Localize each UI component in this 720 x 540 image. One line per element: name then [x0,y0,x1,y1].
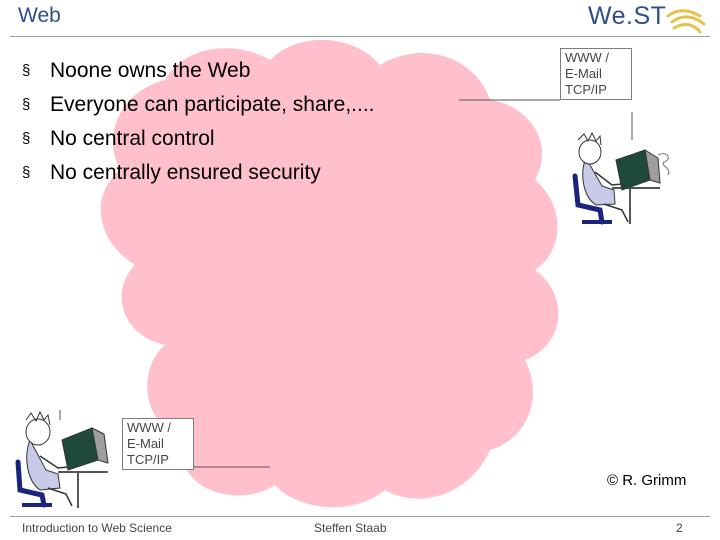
protocol-line: WWW / [127,420,172,435]
bullet-text: No central control [50,127,215,150]
user-computer-top-icon [572,131,670,225]
bullet-item: § No central control [22,122,375,156]
protocol-line: E-Mail [565,66,602,81]
slide-title: Web [18,4,61,27]
west-logo: We.ST [588,2,708,36]
protocol-line: WWW / [565,50,610,65]
bullet-glyph: § [22,96,31,113]
protocol-line: TCP/IP [565,82,607,97]
footer-author: Steffen Staab [314,521,387,535]
footer-divider [10,516,710,517]
internet-cloud [100,39,559,508]
protocol-line: E-Mail [127,436,164,451]
protocol-label-bottom: WWW / E-Mail TCP/IP [122,418,194,470]
user-computer-bottom-icon [15,410,109,508]
bullet-item: § Everyone can participate, share,.... [22,88,375,122]
footer-course: Introduction to Web Science [22,521,172,535]
logo-wings-icon [666,9,706,34]
bullet-list: § Noone owns the Web § Everyone can partic… [22,54,375,190]
bullet-item: § Noone owns the Web [22,54,375,88]
bullet-text: Noone owns the Web [50,59,251,82]
title-divider [10,36,710,37]
bullet-item: § No centrally ensured security [22,156,375,190]
image-credit: © R. Grimm [607,472,687,489]
bullet-text: No centrally ensured security [50,161,321,184]
bullet-text: Everyone can participate, share,.... [50,93,375,116]
protocol-line: TCP/IP [127,452,169,467]
protocol-label-top: WWW / E-Mail TCP/IP [560,48,632,100]
bullet-glyph: § [22,164,31,181]
page-number: 2 [676,521,683,535]
bullet-glyph: § [22,62,31,79]
bullet-glyph: § [22,130,31,147]
logo-wordmark: We.ST [588,2,667,30]
